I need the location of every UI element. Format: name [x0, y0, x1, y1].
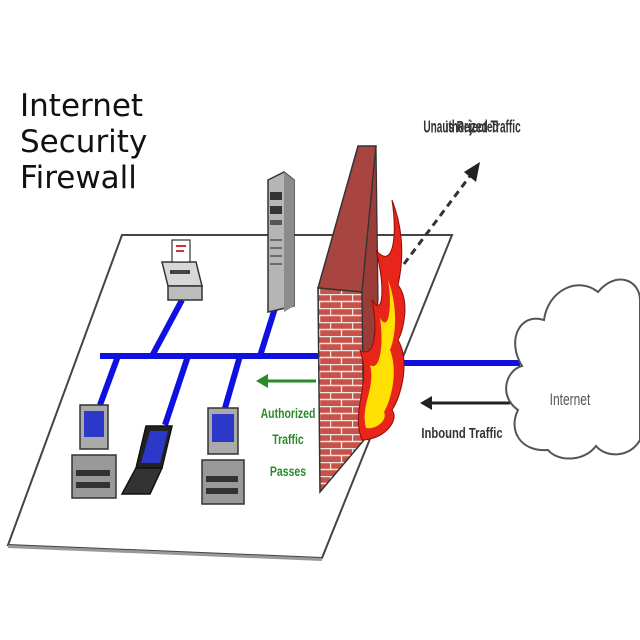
inbound-traffic-arrow [420, 396, 510, 410]
printer-icon [161, 239, 203, 301]
desktop-computer-right-icon [201, 407, 245, 505]
diagram-title: Internet Security Firewall [20, 88, 147, 196]
cloud-label: Internet [550, 391, 591, 409]
title-line-3: Firewall [20, 160, 137, 196]
server-icon [267, 171, 295, 313]
title-line-2: Security [20, 124, 148, 160]
authorized-traffic-arrow [256, 374, 316, 388]
desktop-computer-left-icon [71, 404, 117, 499]
network-lines [97, 298, 520, 426]
authorized-label-line-1: Authorized [261, 406, 316, 422]
laptop-icon [120, 425, 173, 495]
rejected-label-line-1: Unauthorized Traffic [423, 118, 520, 138]
title-line-1: Internet [20, 88, 144, 124]
rejected-label-line-2: is Rejected [445, 118, 498, 136]
flame-icon [357, 199, 406, 441]
authorized-label-line-2: Traffic [272, 432, 304, 448]
rejected-traffic-arrow [402, 162, 480, 265]
internet-cloud-icon [505, 278, 640, 460]
authorized-label-line-3: Passes [270, 464, 306, 480]
inbound-label: Inbound Traffic [421, 424, 502, 441]
